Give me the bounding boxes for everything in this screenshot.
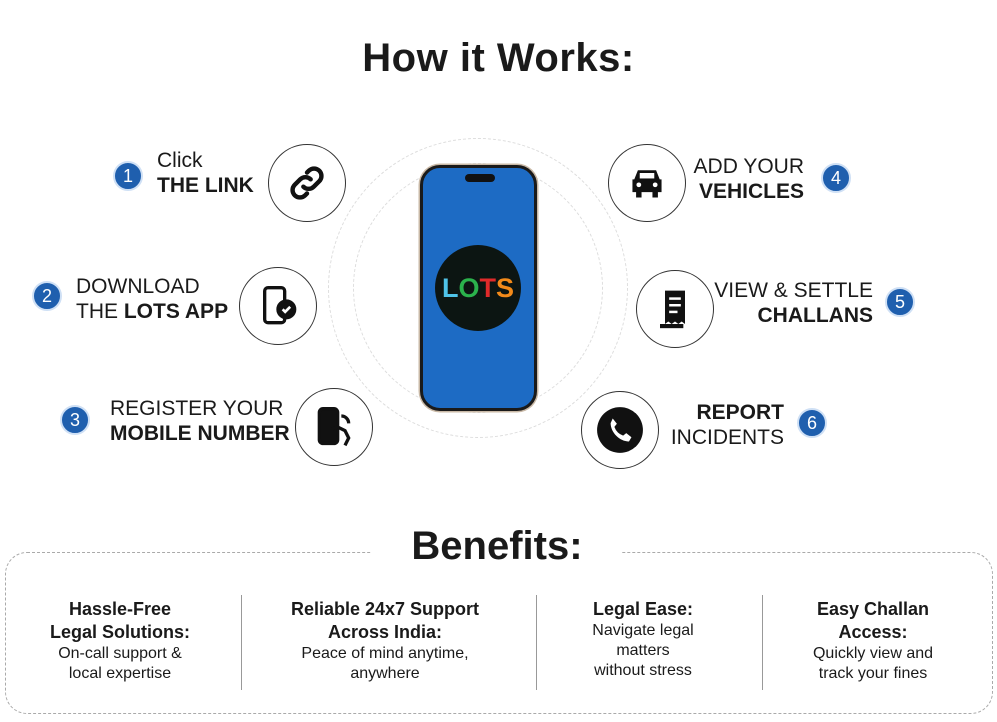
step-line-bold: THE LINK	[157, 174, 254, 197]
divider	[241, 595, 242, 690]
page-title: How it Works:	[362, 36, 635, 80]
step-line-bold: REPORT	[696, 401, 784, 424]
step-line-bold: VEHICLES	[698, 180, 804, 203]
step-2-badge: 2	[32, 281, 62, 311]
receipt-icon	[636, 270, 714, 348]
benefit-desc: anywhere	[350, 665, 420, 682]
benefit-heading: Reliable 24x7 Support	[290, 599, 480, 619]
step-1-badge: 1	[113, 161, 143, 191]
link-icon	[268, 144, 346, 222]
benefit-item: Reliable 24x7 Support Across India: Peac…	[265, 598, 505, 684]
logo-letter: S	[496, 272, 515, 303]
car-icon	[608, 144, 686, 222]
benefit-heading: Legal Solutions:	[49, 622, 190, 642]
step-4-badge: 4	[821, 163, 851, 193]
decorative-ring	[328, 138, 628, 438]
step-4-text: ADD YOUR VEHICLES	[604, 154, 804, 204]
step-line: INCIDENTS	[670, 426, 784, 449]
benefit-desc: matters	[616, 642, 670, 659]
benefit-desc: Peace of mind anytime,	[301, 645, 469, 662]
step-2-text: DOWNLOAD THE LOTS APP	[76, 274, 228, 324]
step-5-text: VIEW & SETTLE CHALLANS	[673, 278, 873, 328]
benefit-item: Easy Challan Access: Quickly view and tr…	[778, 598, 968, 684]
phone-call-icon	[581, 391, 659, 469]
benefit-heading: Legal Ease:	[592, 599, 694, 619]
benefit-desc: without stress	[594, 662, 692, 679]
benefits-title: Benefits:	[372, 524, 622, 569]
logo-letter: T	[479, 272, 497, 303]
phone-notch	[465, 174, 495, 182]
step-line: ADD YOUR	[693, 155, 804, 178]
step-5-badge: 5	[885, 287, 915, 317]
benefit-desc: track your fines	[818, 665, 928, 682]
step-line-bold: LOTS APP	[123, 300, 229, 323]
step-line: THE	[76, 300, 124, 323]
benefit-desc: local expertise	[68, 665, 172, 682]
benefit-desc: On-call support &	[58, 645, 182, 662]
benefit-heading: Across India:	[327, 622, 443, 642]
decorative-ring	[353, 163, 603, 413]
benefit-item: Hassle-Free Legal Solutions: On-call sup…	[20, 598, 220, 684]
logo-letter: O	[458, 272, 480, 303]
step-6-badge: 6	[797, 408, 827, 438]
step-3-badge: 3	[60, 405, 90, 435]
divider	[536, 595, 537, 690]
step-1-text: Click THE LINK	[157, 148, 254, 198]
step-6-text: REPORT INCIDENTS	[584, 400, 784, 450]
benefit-heading: Hassle-Free	[68, 599, 172, 619]
phone-touch-icon	[295, 388, 373, 466]
divider	[762, 595, 763, 690]
benefit-desc: Navigate legal	[592, 622, 694, 639]
benefit-heading: Easy Challan	[816, 599, 930, 619]
benefit-desc: Quickly view and	[812, 645, 934, 662]
logo-letter: L	[441, 272, 459, 303]
benefit-item: Legal Ease: Navigate legal matters witho…	[553, 598, 733, 681]
benefit-heading: Access:	[838, 622, 908, 642]
step-3-text: REGISTER YOUR MOBILE NUMBER	[110, 396, 290, 446]
phone-check-icon	[239, 267, 317, 345]
step-line: VIEW & SETTLE	[714, 279, 873, 302]
step-line: REGISTER YOUR	[110, 397, 284, 420]
step-line-bold: CHALLANS	[757, 304, 874, 327]
step-line: DOWNLOAD	[76, 275, 200, 298]
step-line: Click	[157, 149, 203, 172]
step-line-bold: MOBILE NUMBER	[110, 422, 290, 445]
